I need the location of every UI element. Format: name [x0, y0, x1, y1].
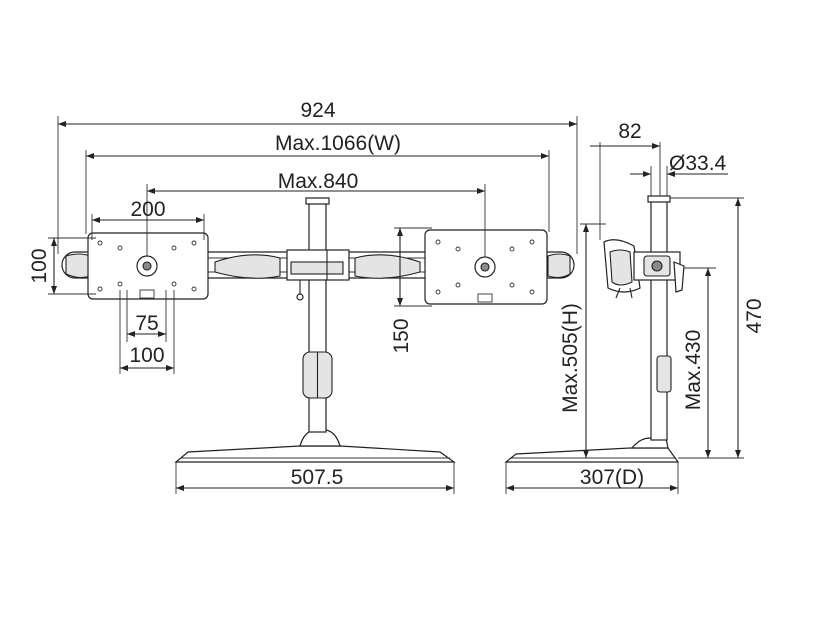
dim-vesa-small-2: 100	[119, 290, 175, 374]
dim-clamp-height: Max.430	[682, 267, 716, 458]
left-vesa-plate	[87, 232, 209, 300]
base-side	[504, 437, 680, 463]
front-view: 924 Max.1066(W) Max.840 200	[28, 99, 578, 494]
dim-clamp-height-label: Max.430	[682, 330, 705, 411]
dim-pole-diameter: Ø33.4	[630, 152, 728, 196]
pole-side	[647, 195, 672, 441]
dim-vesa-small: 75	[126, 290, 167, 342]
base-front	[174, 429, 456, 463]
dim-max-spacing-label: Max.840	[278, 170, 359, 193]
dim-max-width: Max.1066(W)	[85, 132, 550, 234]
side-view: 82 Ø33.4 Max.505(H) Max.430	[504, 120, 766, 494]
dim-arm-depth-label: 82	[618, 120, 641, 143]
pole-front	[302, 197, 333, 433]
right-vesa-plate	[424, 229, 548, 305]
dim-arm-to-plate-label: 150	[390, 318, 413, 353]
dim-vesa-vertical: 100	[28, 237, 96, 295]
dim-base-width: 507.5	[175, 462, 455, 494]
dim-base-depth: 307(D)	[505, 462, 679, 494]
dim-base-depth-label: 307(D)	[580, 466, 644, 489]
dim-base-width-label: 507.5	[291, 466, 344, 489]
dim-overall-width-label: 924	[300, 99, 335, 122]
tilt-head	[603, 239, 685, 299]
dim-vesa-horizontal: 200	[91, 198, 205, 240]
dim-max-spacing: Max.840	[146, 170, 486, 257]
dim-pole-diameter-label: Ø33.4	[669, 152, 727, 175]
dim-pole-height-label: 470	[743, 298, 766, 333]
dim-arm-depth: 82	[590, 120, 661, 240]
dim-vesa-horizontal-label: 200	[130, 198, 165, 221]
dim-arm-to-plate: 150	[390, 227, 432, 354]
dim-vesa-vertical-label: 100	[28, 248, 51, 283]
dim-vesa-small-2-label: 100	[129, 344, 164, 367]
dim-vesa-small-label: 75	[135, 312, 158, 335]
dim-max-width-label: Max.1066(W)	[275, 132, 401, 155]
dim-overall-width: 924	[57, 99, 578, 254]
dim-pole-height: 470	[670, 197, 766, 459]
dim-max-height: Max.505(H)	[559, 223, 606, 458]
dim-max-height-label: Max.505(H)	[559, 303, 582, 413]
